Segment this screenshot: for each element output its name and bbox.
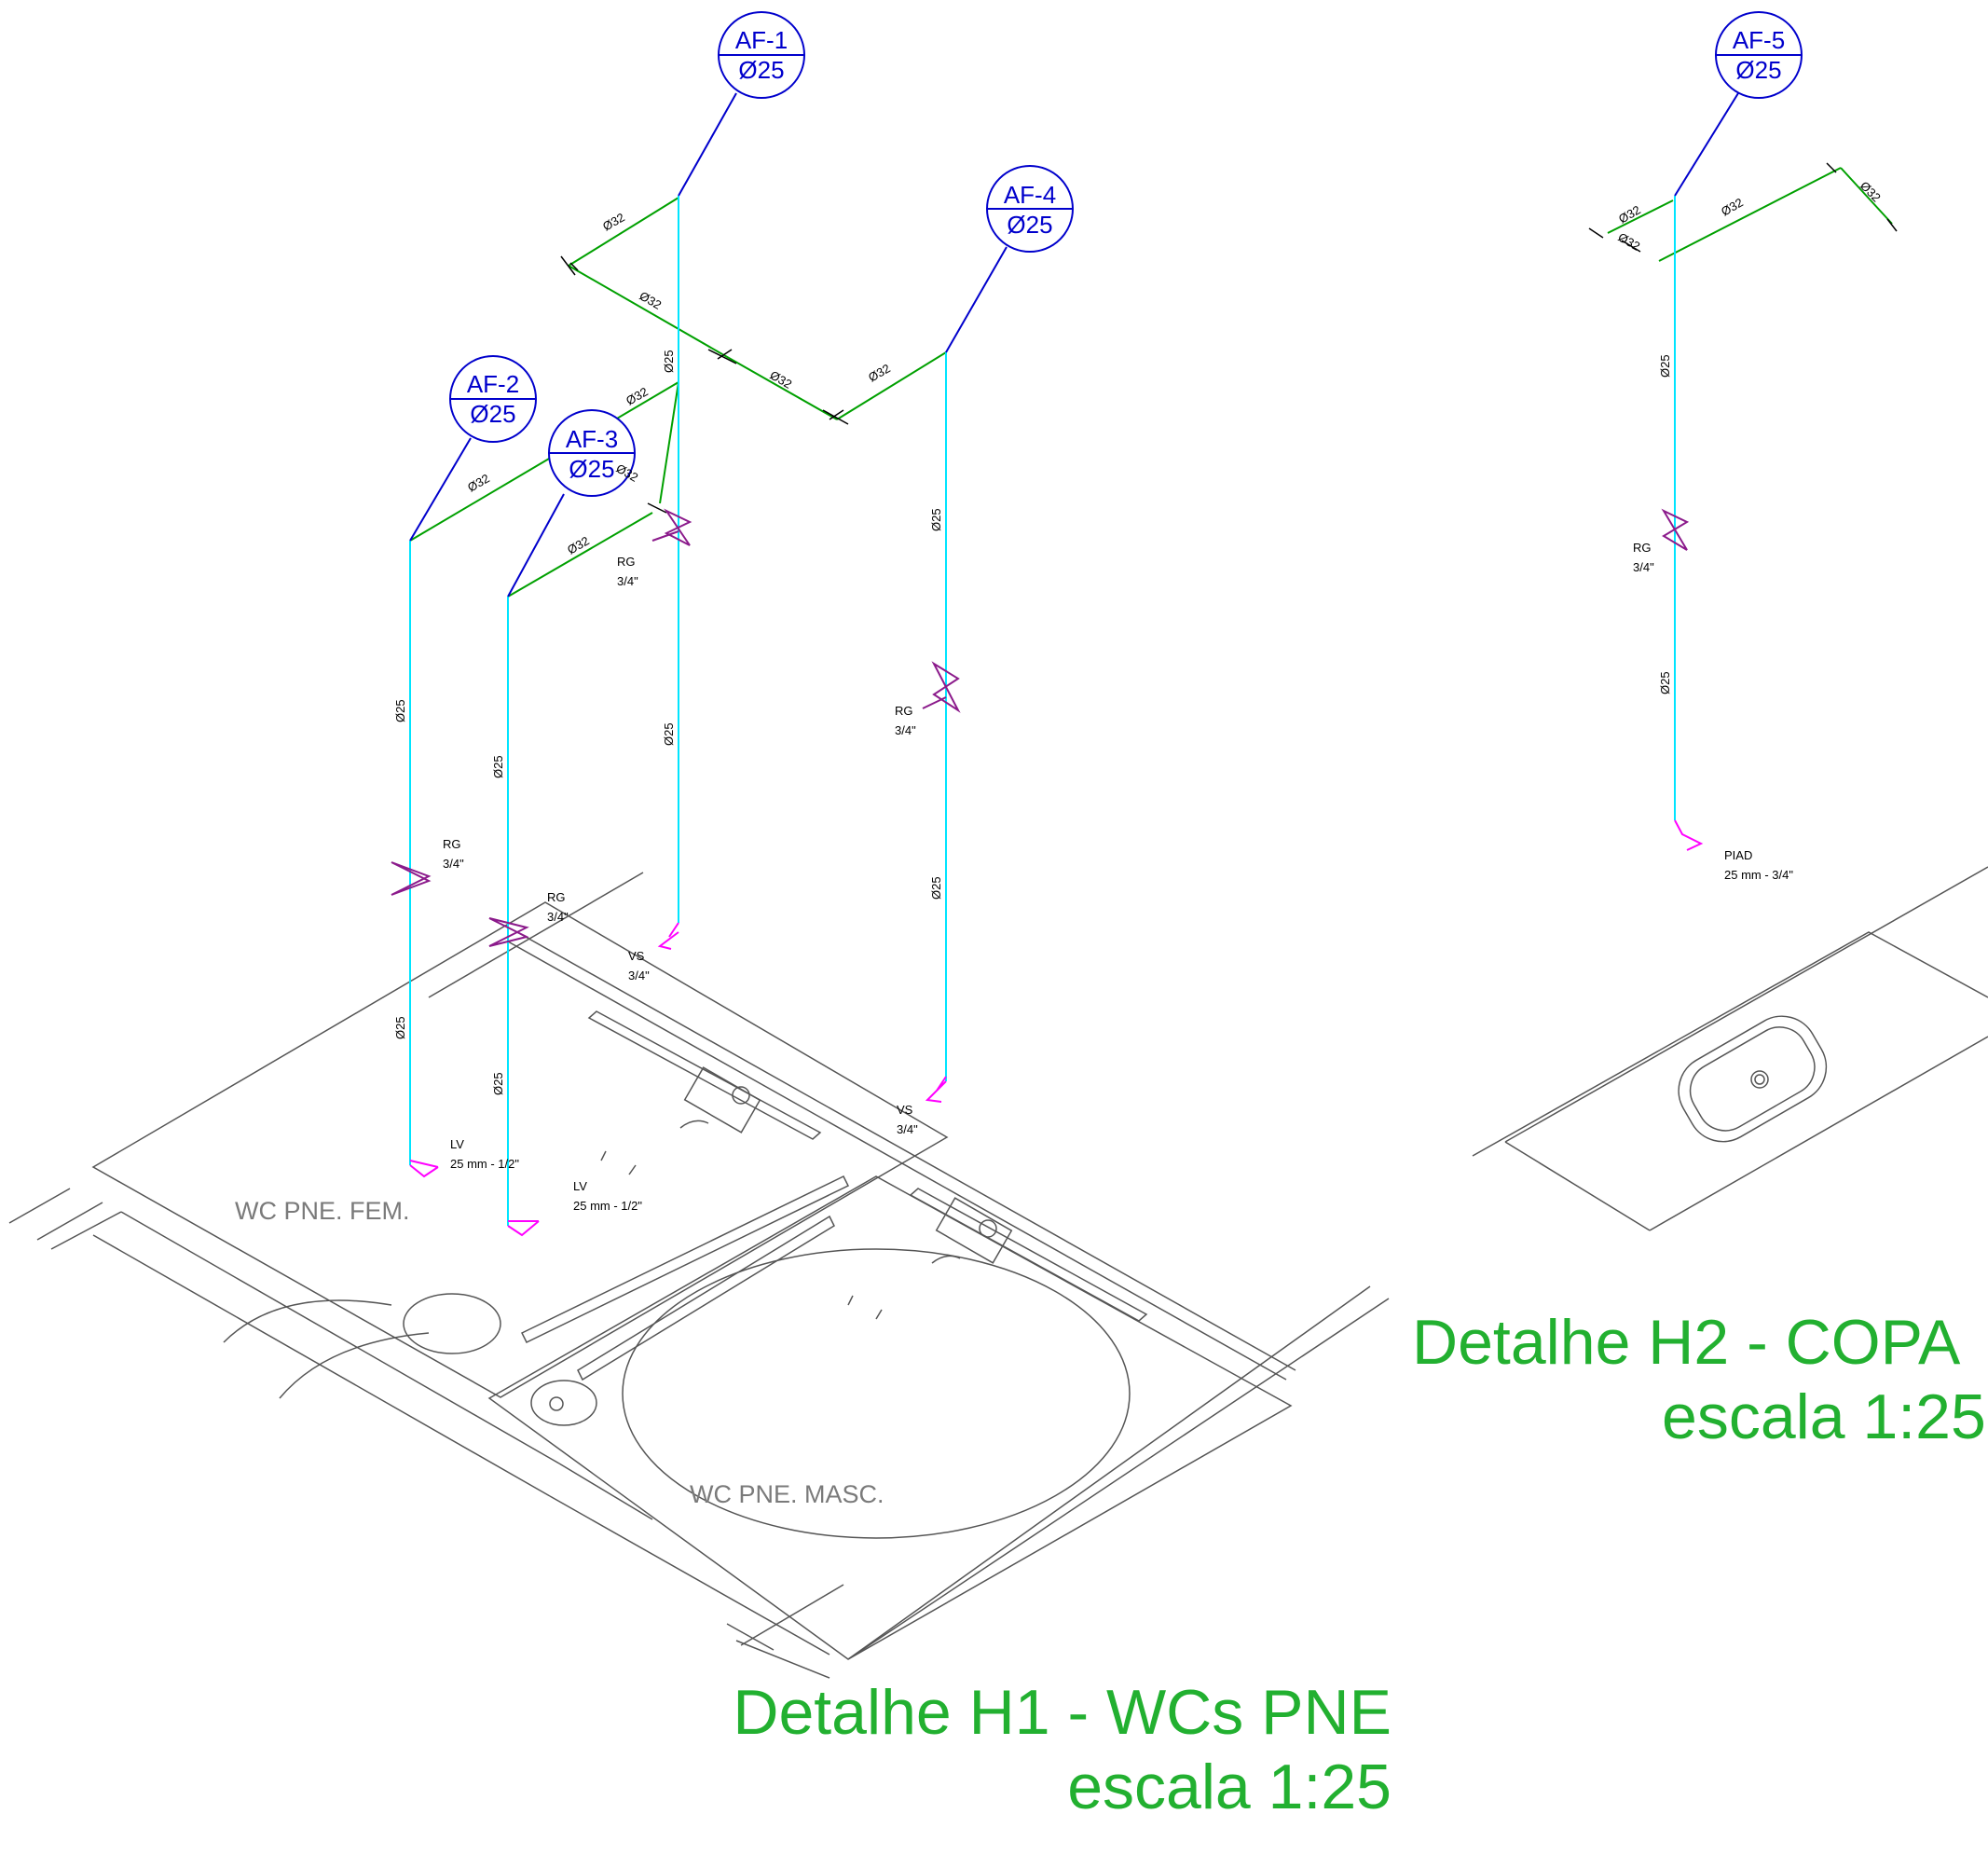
tag-af4: AF-4 Ø25 — [986, 165, 1074, 253]
room-names: WC PNE. FEM. WC PNE. MASC. — [235, 1197, 884, 1508]
tag-af5-name: AF-5 — [1733, 26, 1785, 54]
label-o32: Ø32 — [1858, 179, 1884, 205]
room-name-female: WC PNE. FEM. — [235, 1197, 410, 1225]
note-vs: VS — [897, 1103, 913, 1117]
detail-h2-scale: escala 1:25 — [1662, 1381, 1986, 1452]
tag-af1: AF-1 Ø25 — [718, 11, 805, 99]
tag-af5: AF-5 Ø25 — [1715, 11, 1803, 99]
label-o32: Ø32 — [1719, 195, 1746, 218]
tag-af1-name: AF-1 — [735, 26, 788, 54]
leader-lines — [409, 92, 1739, 598]
label-o25: Ø25 — [393, 1016, 407, 1039]
note-rg: RG — [1633, 541, 1652, 555]
note-vs-size: 3/4" — [897, 1122, 918, 1136]
label-o25: Ø25 — [662, 722, 676, 746]
tag-af3: AF-3 Ø25 — [548, 409, 636, 497]
detail-h2-title: Detalhe H2 - COPA — [1412, 1307, 1961, 1378]
floor-plan-h1 — [8, 872, 1390, 1679]
pipe-end-markers — [560, 162, 1898, 514]
note-piad-size: 25 mm - 3/4" — [1724, 868, 1793, 882]
label-o25: Ø25 — [662, 350, 676, 373]
room-slab-male — [487, 1175, 1293, 1660]
label-o32: Ø32 — [465, 471, 492, 494]
toilet-male — [530, 1380, 597, 1426]
valve-rg-af4 — [931, 661, 961, 713]
detail-titles: Detalhe H1 - WCs PNE escala 1:25 Detalhe… — [733, 1307, 1985, 1822]
note-rg: RG — [547, 890, 566, 904]
grab-bar-4 — [909, 1188, 1148, 1322]
note-rg-size: 3/4" — [617, 574, 638, 588]
note-vs-size: 3/4" — [628, 969, 650, 982]
label-o25: Ø25 — [393, 699, 407, 722]
detail-h1-title: Detalhe H1 - WCs PNE — [733, 1677, 1392, 1748]
turning-circle — [622, 1248, 1131, 1539]
outlet-lv-af3 — [507, 1220, 540, 1237]
riser-tags: AF-1 Ø25 AF-2 Ø25 AF-3 Ø25 AF-4 Ø25 AF-5… — [449, 11, 1803, 497]
note-rg-size: 3/4" — [1633, 560, 1654, 574]
tag-af1-diameter: Ø25 — [738, 56, 784, 84]
tag-af4-diameter: Ø25 — [1007, 211, 1052, 239]
outlets — [409, 819, 1704, 1237]
tag-af2-diameter: Ø25 — [470, 400, 515, 428]
grab-bar-3 — [587, 1010, 822, 1140]
note-rg: RG — [617, 555, 636, 569]
room-slab-female — [91, 901, 949, 1398]
label-o32: Ø32 — [624, 384, 651, 407]
note-rg-size: 3/4" — [547, 910, 569, 924]
label-o25: Ø25 — [929, 876, 943, 900]
tag-af5-diameter: Ø25 — [1735, 56, 1781, 84]
note-lv: LV — [450, 1137, 464, 1151]
detail-h1-scale: escala 1:25 — [1067, 1752, 1392, 1822]
outlet-piad-af5 — [1674, 819, 1704, 851]
outlet-lv-af2 — [409, 1160, 439, 1178]
label-o32: Ø32 — [866, 361, 893, 384]
outlet-vs-af1 — [657, 922, 679, 950]
washbasin-female — [683, 1066, 761, 1134]
valves — [391, 508, 1690, 947]
label-o25: Ø25 — [1658, 671, 1672, 694]
label-o25: Ø25 — [491, 755, 505, 778]
tag-af3-name: AF-3 — [566, 425, 618, 453]
main-pipes — [409, 167, 1893, 598]
label-o25: Ø25 — [491, 1072, 505, 1095]
label-o25: Ø25 — [929, 508, 943, 531]
pipe-size-labels: Ø32 Ø32 Ø32 Ø32 Ø32 Ø32 Ø32 Ø32 Ø32 Ø32 … — [393, 179, 1884, 1095]
washbasin-male — [935, 1197, 1013, 1264]
note-lv-size: 25 mm - 1/2" — [573, 1199, 642, 1213]
fitting-notes: RG 3/4" RG 3/4" RG 3/4" RG 3/4" RG 3/4" … — [443, 541, 1793, 1213]
label-o32: Ø32 — [565, 533, 592, 556]
grab-bar-1 — [520, 1175, 850, 1343]
floor-plan-h2 — [1472, 866, 1988, 1231]
note-piad: PIAD — [1724, 848, 1752, 862]
outlet-vs-af4 — [925, 1076, 947, 1103]
valve-rg-af5 — [1661, 508, 1690, 551]
note-vs: VS — [628, 949, 645, 963]
tag-af4-name: AF-4 — [1004, 181, 1056, 209]
grab-bar-2 — [577, 1215, 835, 1381]
note-rg-size: 3/4" — [443, 857, 464, 871]
note-lv-size: 25 mm - 1/2" — [450, 1157, 519, 1171]
risers — [409, 196, 1676, 1226]
note-rg-size: 3/4" — [895, 723, 916, 737]
label-o32: Ø32 — [638, 289, 665, 312]
room-name-male: WC PNE. MASC. — [690, 1480, 884, 1508]
valve-rg-af2 — [391, 861, 432, 896]
toilet-female — [403, 1293, 501, 1354]
copa-sink — [1678, 1015, 1828, 1143]
label-o32: Ø32 — [600, 210, 627, 233]
valve-rg-af3 — [488, 917, 529, 947]
tag-af2: AF-2 Ø25 — [449, 355, 537, 443]
tag-af2-name: AF-2 — [467, 370, 519, 398]
note-lv: LV — [573, 1179, 587, 1193]
valve-rg-af1 — [664, 508, 692, 546]
note-rg: RG — [443, 837, 461, 851]
label-o25: Ø25 — [1658, 354, 1672, 378]
tag-af3-diameter: Ø25 — [569, 455, 614, 483]
note-rg: RG — [895, 704, 913, 718]
